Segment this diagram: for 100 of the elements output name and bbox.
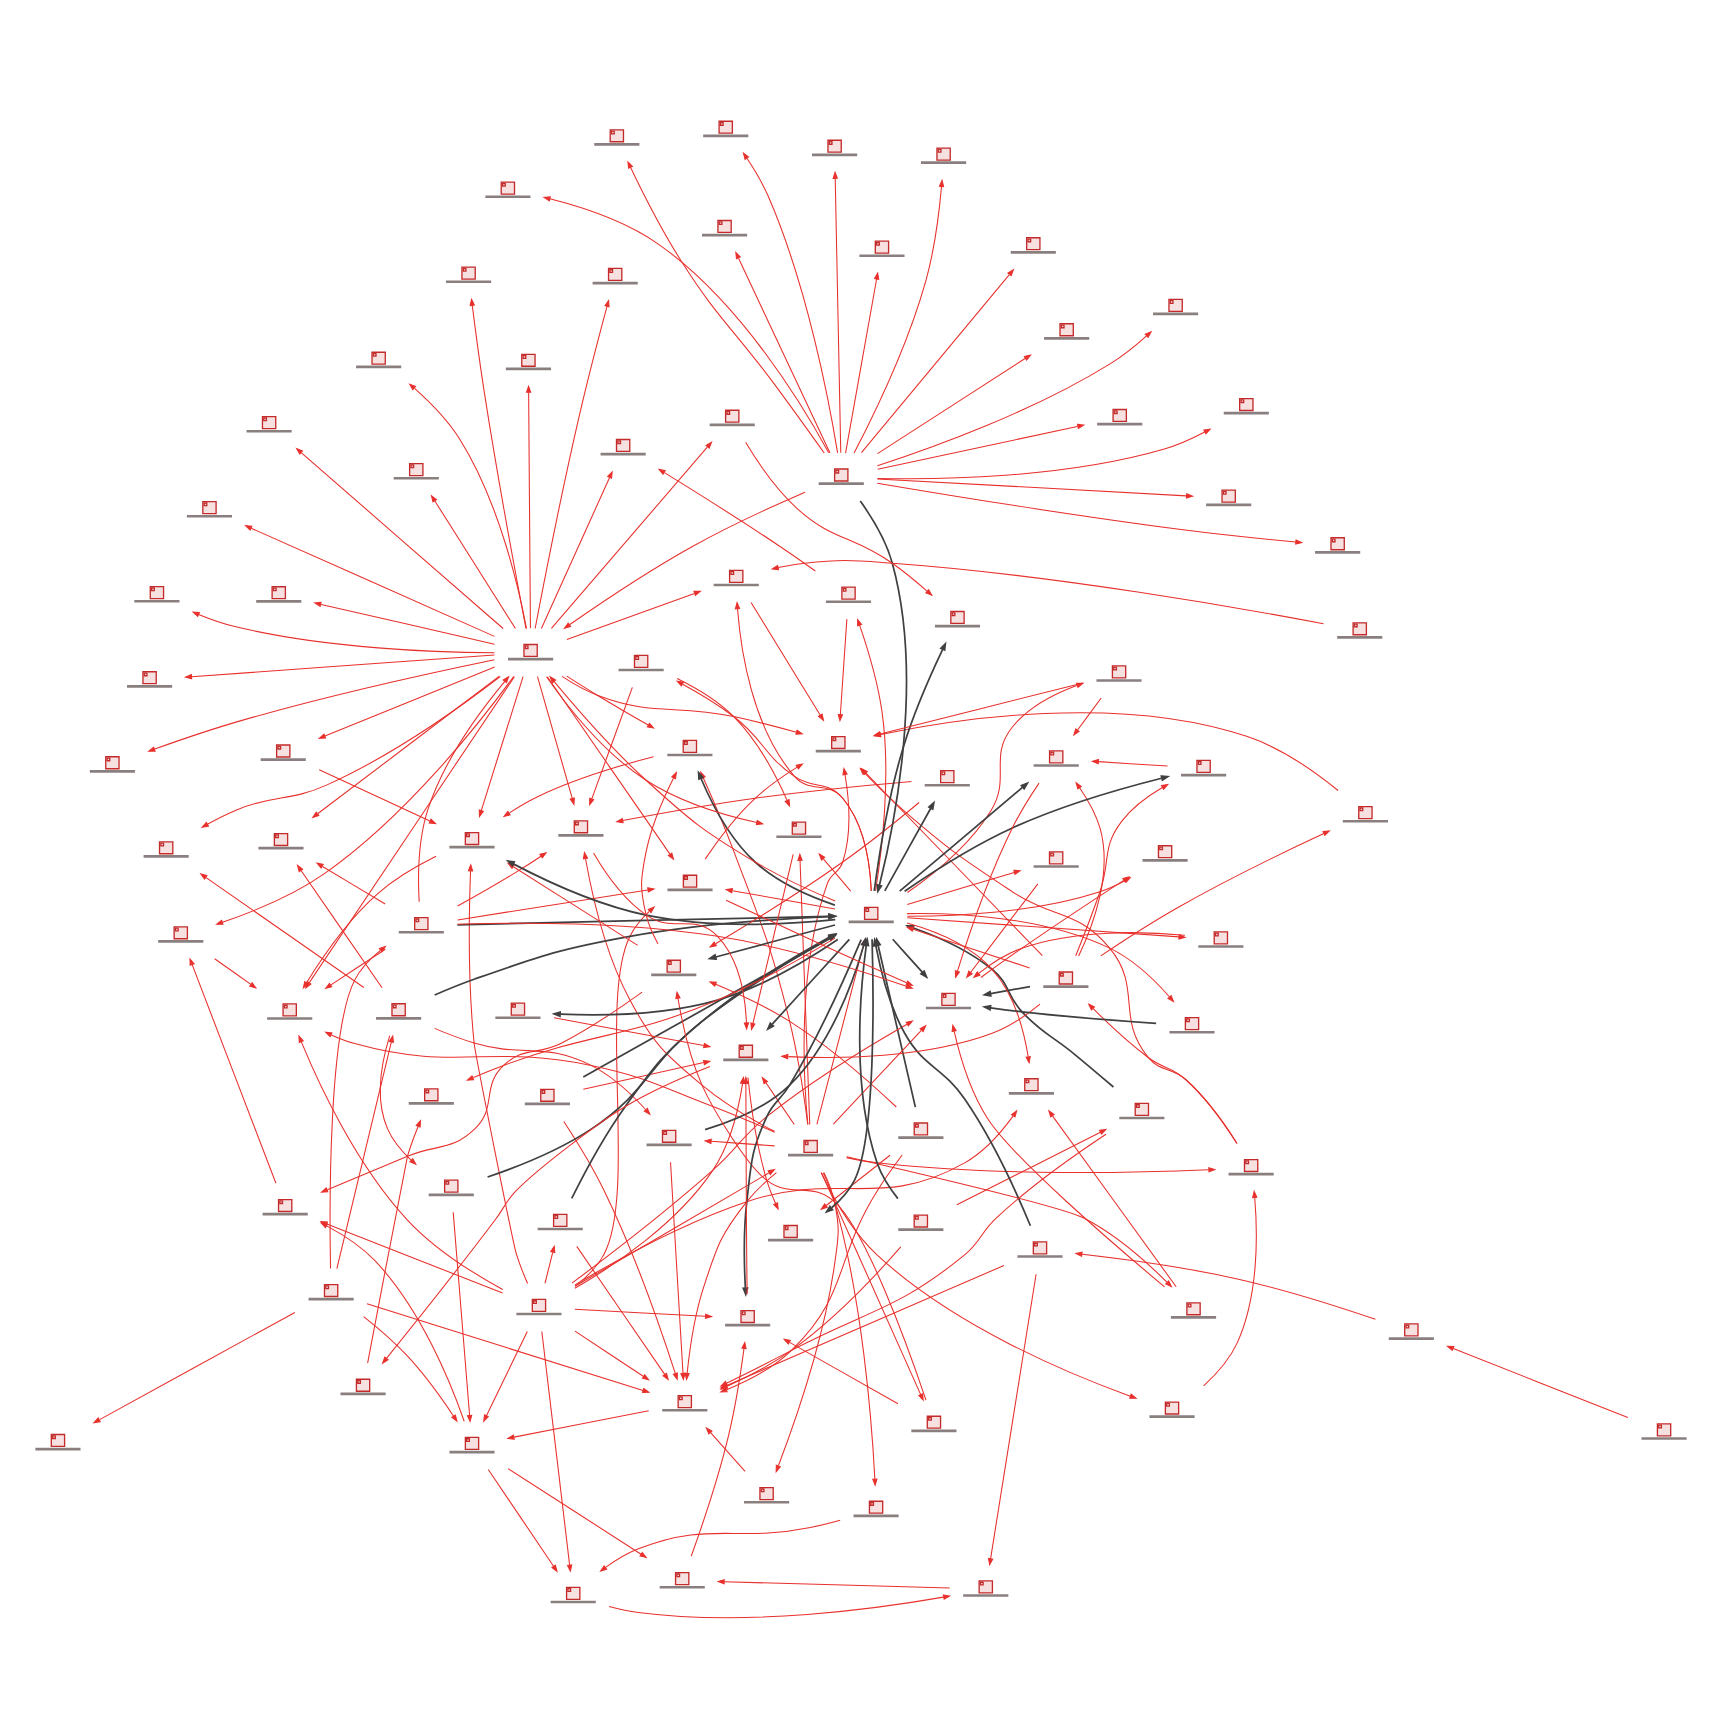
arrow	[336, 1033, 394, 1269]
arrow	[750, 852, 794, 1030]
arrow	[561, 674, 804, 734]
arrow	[853, 177, 945, 453]
arrow	[298, 1033, 504, 1289]
arrow	[820, 1153, 891, 1210]
arrow	[903, 774, 1171, 892]
arrow	[367, 1118, 422, 1363]
arrow	[434, 1026, 651, 1115]
arrow	[676, 676, 791, 807]
arrow	[546, 675, 675, 860]
arrow	[315, 861, 386, 904]
arrow	[750, 600, 825, 721]
arrow	[1072, 696, 1102, 736]
arrow	[593, 851, 750, 1030]
arrow	[797, 851, 811, 1125]
arrow	[1075, 780, 1105, 956]
arrow	[92, 1310, 296, 1423]
arrow	[670, 1160, 686, 1381]
arrow	[704, 762, 804, 859]
arrow	[627, 159, 825, 453]
arrow	[507, 1467, 648, 1558]
arrow	[876, 427, 1212, 479]
arrow	[549, 674, 836, 901]
arrow	[876, 481, 1304, 544]
arrow	[566, 589, 702, 639]
arrow	[536, 675, 575, 805]
arrow	[574, 1329, 650, 1380]
arrow	[898, 780, 1030, 892]
arrow	[906, 921, 1031, 1064]
arrow	[761, 1075, 795, 1124]
arrow	[981, 1003, 1157, 1024]
arrow	[837, 617, 848, 722]
arrow	[782, 1337, 899, 1404]
arrow	[295, 446, 504, 629]
arrow	[832, 1023, 927, 1124]
arrow	[845, 270, 880, 453]
arrow	[574, 1167, 776, 1286]
arrow	[608, 1593, 952, 1618]
arrow	[324, 947, 386, 989]
arrow	[860, 267, 1015, 453]
arrow	[553, 1016, 712, 1048]
arrow	[684, 1171, 777, 1380]
arrow	[545, 675, 765, 825]
arrow	[1075, 782, 1170, 956]
arrow	[544, 1243, 556, 1283]
arrow	[1074, 1250, 1376, 1319]
arrow	[408, 382, 528, 629]
arrow	[582, 850, 775, 1131]
arrow	[452, 1210, 473, 1423]
arrow	[311, 674, 500, 818]
arrow	[363, 1315, 458, 1422]
arrow	[183, 653, 495, 679]
arrow	[905, 925, 1031, 968]
arrow	[735, 250, 831, 453]
arrow	[821, 1171, 924, 1401]
arrow	[675, 679, 872, 891]
arrow	[822, 1171, 878, 1486]
arrow	[329, 944, 387, 1269]
arrow	[770, 559, 1325, 624]
arrow	[566, 674, 655, 728]
arrow	[189, 956, 277, 1183]
arrow	[582, 1058, 712, 1089]
arrow	[954, 781, 1040, 978]
arrow	[641, 770, 678, 944]
arrow	[675, 989, 927, 1400]
arrow	[725, 898, 914, 986]
arrow	[1203, 1188, 1258, 1386]
arrow	[877, 422, 1086, 469]
arrow	[820, 1171, 1138, 1398]
arrow	[599, 1518, 841, 1572]
arrow	[506, 1409, 650, 1439]
arrow	[214, 957, 258, 988]
arrow	[502, 755, 655, 817]
arrow	[457, 850, 548, 906]
arrow	[1100, 829, 1331, 956]
arrow	[803, 766, 850, 1125]
arrow	[418, 674, 510, 902]
arrow	[525, 383, 532, 628]
arrow	[747, 1076, 779, 1210]
arrow	[832, 169, 842, 453]
arrow	[457, 886, 656, 920]
arrow	[766, 937, 851, 1030]
arrow	[478, 675, 524, 817]
arrow	[965, 882, 1039, 978]
arrow	[904, 923, 1115, 1087]
arrow	[147, 658, 495, 751]
arrow	[576, 1244, 670, 1380]
arrow	[469, 296, 527, 628]
arrow	[846, 1155, 1173, 1287]
arrow	[883, 799, 936, 891]
arrow	[775, 1171, 839, 1473]
arrow	[906, 868, 1022, 904]
arrow	[571, 1019, 914, 1283]
arrow	[876, 353, 1032, 454]
arrow	[200, 675, 501, 827]
arrow	[906, 916, 1187, 939]
arrow	[615, 779, 912, 823]
arrow	[981, 984, 1031, 996]
arrow	[487, 1467, 558, 1572]
